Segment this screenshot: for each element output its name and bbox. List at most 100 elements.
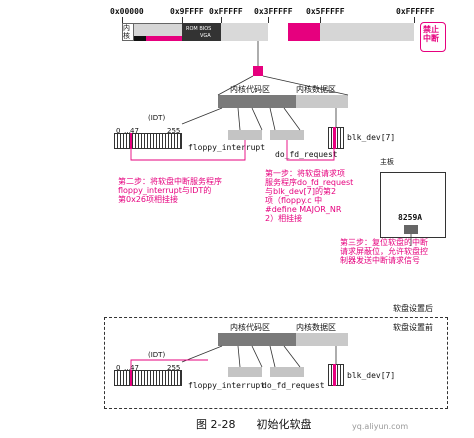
vga-label: VGA <box>200 33 211 39</box>
step1-line: 项（floppy.c 中 <box>265 196 323 205</box>
step2-line: floppy_interrupt与IDT的 <box>118 186 212 195</box>
interrupt-disabled-label: 禁止中断 <box>423 25 439 43</box>
connector-line <box>237 345 241 368</box>
ramdisk-segment <box>288 23 320 41</box>
step1-line: 与blk_dev[7]的第2 <box>265 187 337 196</box>
idt-index-0-before: 0 <box>116 364 121 372</box>
tick <box>268 17 269 23</box>
idt-ellipsis: … <box>124 127 131 135</box>
do-fd-request-label: do_fd_request <box>275 150 338 159</box>
figure-caption: 图 2-28 初始化软盘 <box>196 416 311 432</box>
idt-entry-0x26-before <box>130 370 132 386</box>
connector-line <box>262 75 349 96</box>
zoom-marker <box>253 66 263 76</box>
step1-line: 2）相挂接 <box>265 214 303 223</box>
blk-dev-table-before <box>328 364 344 386</box>
connector-line <box>217 75 254 96</box>
step2-text: 第二步：将软盘中断服务程序 floppy_interrupt与IDT的 第0x2… <box>118 177 222 204</box>
gap-segment <box>268 23 288 41</box>
step2-line: 第二步：将软盘中断服务程序 <box>118 177 222 186</box>
idt-index-0: 0 <box>116 127 121 135</box>
watermark: yq.aliyun.com <box>352 422 409 431</box>
kernel-data-bar-before <box>296 333 348 346</box>
tick <box>221 17 222 23</box>
tick <box>414 17 415 23</box>
kernel-code-bar-before <box>218 333 296 346</box>
before-state-label: 软盘设置前 <box>393 323 433 332</box>
kernel-data-label: 内核数据区 <box>296 85 336 94</box>
idt-index-47-before: 47 <box>130 364 139 372</box>
kernel-code-bar <box>218 95 296 108</box>
idt-entry-0x26 <box>130 133 132 149</box>
do-fd-request-box-before <box>270 367 304 377</box>
kernel-data-label-before: 内核数据区 <box>296 323 336 332</box>
connector-line <box>269 345 276 368</box>
connector-line <box>269 107 276 131</box>
connector-line <box>251 107 263 131</box>
connector-line <box>251 345 263 368</box>
interrupt-disabled-box <box>420 22 446 52</box>
blk-dev-label-before: blk_dev[7] <box>347 371 396 380</box>
connector-line <box>283 345 301 368</box>
bios-segment <box>182 23 221 41</box>
blk-dev-table <box>328 127 344 149</box>
address-0x5fffff: 0x5FFFFF <box>306 7 345 16</box>
chip-8259a <box>404 225 418 234</box>
step1-link <box>286 140 335 161</box>
address-0x3fffff: 0x3FFFFF <box>254 7 293 16</box>
tick <box>182 17 183 23</box>
step3-line: 制器发送中断请求信号 <box>340 256 420 265</box>
before-state-frame <box>104 317 448 409</box>
kernel-pink-segment <box>146 36 182 41</box>
figure-number: 图 2-28 <box>196 418 236 431</box>
bios-label: ROM BIOS <box>186 26 212 32</box>
floppy-interrupt-box <box>228 130 262 140</box>
step1-line: #define MAJOR_NR <box>265 205 342 214</box>
connector-line <box>181 345 223 363</box>
idt-ellipsis-before: … <box>124 364 131 372</box>
idt-index-255-before: 255 <box>167 364 181 372</box>
tick <box>320 17 321 23</box>
address-0xffffff: 0xFFFFFF <box>396 7 435 16</box>
step1-line: 第一步：将软盘请求项 <box>265 169 345 178</box>
floppy-interrupt-label: floppy_interrupt <box>188 143 266 152</box>
main-memory-segment <box>320 23 414 41</box>
after-state-label: 软盘设置后 <box>393 304 433 313</box>
step3-line: 第三步：复位软盘的中断 <box>340 238 428 247</box>
do-fd-request-box <box>270 130 304 140</box>
connector-line <box>283 107 301 131</box>
motherboard-box <box>380 172 446 238</box>
kernel-segment <box>122 23 134 41</box>
figure-title: 初始化软盘 <box>256 418 312 431</box>
idt-label: (IDT) <box>148 114 166 122</box>
blk-dev-entry-2-before <box>333 364 336 386</box>
kernel-code-label-before: 内核代码区 <box>230 323 270 332</box>
idt-index-255: 255 <box>167 127 181 135</box>
blk-dev-entry-2 <box>333 127 336 149</box>
floppy-interrupt-box-before <box>228 367 262 377</box>
before-link <box>130 359 208 370</box>
address-0x00000: 0x00000 <box>110 7 144 16</box>
kernel-code-label: 内核代码区 <box>230 85 270 94</box>
motherboard-label: 主板 <box>380 158 394 166</box>
step1-text: 第一步：将软盘请求项 服务程序do_fd_request 与blk_dev[7]… <box>265 169 353 223</box>
idt-label-before: (IDT) <box>148 351 166 359</box>
step2-link <box>130 140 246 161</box>
idt-index-47: 47 <box>130 127 139 135</box>
do-fd-request-label-before: do_fd_request <box>262 381 325 390</box>
address-0x9ffff: 0x9FFFF <box>170 7 204 16</box>
kernel-label: 内核 <box>123 24 130 40</box>
kernel-data-bar <box>296 95 348 108</box>
step3-text: 第三步：复位软盘的中断 请求屏蔽位，允许软盘控 制器发送中断请求信号 <box>340 238 428 265</box>
buffer-segment <box>221 23 268 41</box>
connector-line <box>181 107 223 125</box>
step1-line: 服务程序do_fd_request <box>265 178 354 187</box>
kernel-black-segment <box>134 36 146 41</box>
chip-label: 8259A <box>398 213 423 222</box>
step3-line: 请求屏蔽位，允许软盘控 <box>340 247 428 256</box>
tick <box>122 17 123 23</box>
floppy-interrupt-label-before: floppy_interrupt <box>188 381 266 390</box>
step2-line: 第0x26项相挂接 <box>118 195 179 204</box>
blk-dev-label: blk_dev[7] <box>347 133 396 142</box>
